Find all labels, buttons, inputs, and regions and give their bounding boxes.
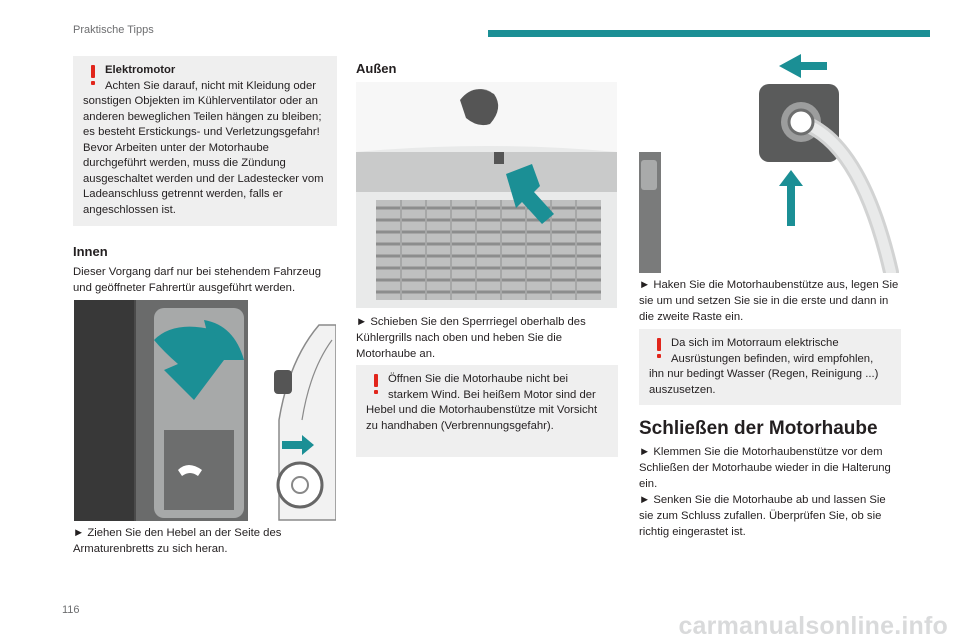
bonnet-stay-illustration [639, 52, 900, 273]
step-unhook-stay: ► Haken Sie die Motorhaubenstütze aus, l… [639, 279, 899, 323]
page-number: 116 [62, 604, 80, 616]
figure-grille-latch [356, 82, 617, 308]
warning-icon [83, 63, 105, 93]
warning-box-wind: Öffnen Sie die Motorhaube nicht bei star… [356, 365, 618, 457]
interior-lever-illustration [74, 300, 336, 521]
step-lower-bonnet: ► Senken Sie die Motorhaube ab und lasse… [639, 494, 886, 538]
figure-interior-lever [74, 300, 336, 521]
figure-bonnet-stay [639, 52, 900, 273]
warning-icon [366, 372, 388, 402]
warning-text: Öffnen Sie die Motorhaube nicht bei star… [366, 373, 598, 432]
warning-box-electric-motor: Elektromotor Achten Sie darauf, nicht mi… [73, 56, 337, 226]
step-pull-lever: ► Ziehen Sie den Hebel an der Seite des … [73, 527, 282, 555]
watermark: carmanualsonline.info [678, 612, 948, 640]
warning-text: Achten Sie darauf, nicht mit Kleidung od… [83, 79, 324, 216]
warning-box-water: Da sich im Motorraum elektrische Ausrüst… [639, 329, 901, 405]
warning-title: Elektromotor [105, 64, 176, 76]
section-heading-aussen: Außen [356, 61, 397, 76]
step-push-latch: ► Schieben Sie den Sperrriegel oberhalb … [356, 316, 586, 360]
section-heading-innen: Innen [73, 244, 108, 259]
section-heading-closing: Schließen der Motorhaube [639, 418, 878, 439]
intro-paragraph: Dieser Vorgang darf nur bei stehendem Fa… [73, 266, 322, 294]
running-header: Praktische Tipps [73, 24, 154, 36]
header-accent-bar [488, 30, 930, 37]
warning-icon [649, 336, 671, 366]
warning-text: Da sich im Motorraum elektrische Ausrüst… [649, 337, 879, 396]
step-clip-stay: ► Klemmen Sie die Motorhaubenstütze vor … [639, 446, 891, 490]
grille-latch-illustration [356, 82, 617, 308]
